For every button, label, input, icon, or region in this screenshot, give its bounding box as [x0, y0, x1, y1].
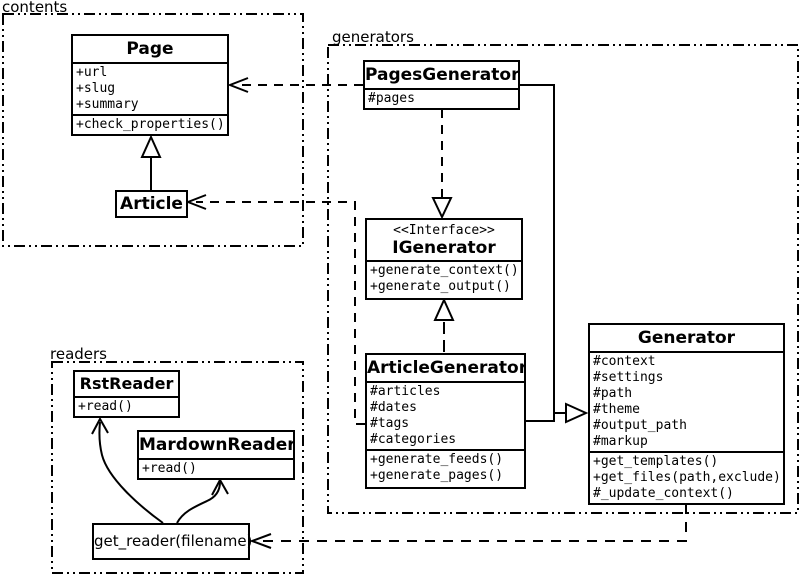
arrow-articlegenerator-depends-article [185, 194, 365, 425]
class-articlegenerator-title: ArticleGenerator [367, 358, 524, 378]
package-border-readers [51, 361, 304, 574]
class-generator: Generator #context#settings#path#theme#o… [588, 323, 785, 505]
arrow-pagesgenerator-depends-page [227, 77, 363, 93]
arrow-pagesgenerator-implements-igenerator [431, 109, 453, 220]
class-rstreader: RstReader +read() [73, 370, 180, 418]
class-generator-attributes: #context#settings#path#theme#output_path… [590, 351, 783, 451]
arrow-generator-depends-getreader [249, 504, 687, 549]
class-article: Article [115, 190, 188, 218]
class-igenerator-title: IGenerator [392, 238, 496, 258]
function-box-get-reader: get_reader(filename) [92, 523, 252, 560]
package-label-generators: generators [332, 28, 414, 46]
class-pagesgenerator-attributes: #pages [365, 88, 518, 108]
arrow-getreader-to-rstreader [91, 416, 164, 524]
class-igenerator: <<Interface>> IGenerator +generate_conte… [365, 218, 523, 300]
class-pagesgenerator-title: PagesGenerator [365, 65, 518, 85]
class-page: Page +url+slug+summary +check_properties… [71, 34, 229, 136]
class-rstreader-title: RstReader [79, 374, 174, 393]
package-label-contents: contents [2, 0, 68, 16]
arrow-getreader-to-mardownreader [176, 477, 229, 524]
class-generator-title: Generator [637, 328, 736, 348]
arrow-generators-extend-generator [520, 84, 589, 424]
arrow-article-extends-page [140, 134, 162, 190]
package-label-readers: readers [50, 345, 107, 363]
class-generator-methods: +get_templates()+get_files(path,exclude)… [590, 451, 783, 503]
class-mardownreader-title: MardownReader [139, 435, 293, 455]
class-page-attributes: +url+slug+summary [73, 62, 227, 114]
class-pagesgenerator: PagesGenerator #pages [363, 60, 520, 110]
arrow-articlegenerator-implements-igenerator [433, 297, 455, 352]
class-articlegenerator-attributes: #articles#dates#tags#categories [367, 381, 524, 449]
package-border-generators [327, 44, 799, 514]
class-igenerator-methods: +generate_context()+generate_output() [367, 260, 521, 298]
class-igenerator-stereotype: <<Interface>> [393, 223, 495, 238]
class-mardownreader-methods: +read() [139, 458, 293, 478]
class-articlegenerator-methods: +generate_feeds()+generate_pages() [367, 449, 524, 487]
class-mardownreader: MardownReader +read() [137, 430, 295, 480]
package-border-contents [2, 13, 304, 247]
class-article-title: Article [120, 194, 183, 214]
class-page-methods: +check_properties() [73, 114, 227, 134]
class-articlegenerator: ArticleGenerator #articles#dates#tags#ca… [365, 353, 526, 489]
class-page-title: Page [126, 39, 174, 59]
class-rstreader-methods: +read() [75, 396, 178, 416]
